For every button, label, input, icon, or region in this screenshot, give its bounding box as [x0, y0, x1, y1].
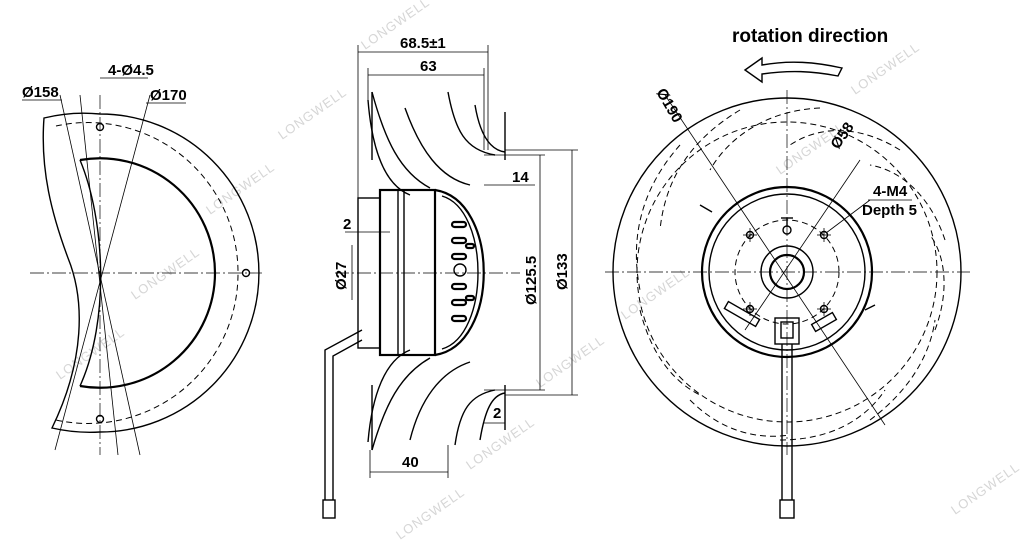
blade-bot-4 — [454, 389, 496, 446]
watermark-2: LONGWELL — [275, 84, 349, 142]
front-view: rotation direction — [605, 26, 970, 519]
blade-bot-3 — [409, 361, 471, 441]
dim-14: 14 — [512, 169, 529, 186]
left-diag-3 — [79, 94, 119, 456]
left-diag-2 — [54, 94, 151, 451]
dim-133: Ø133 — [554, 253, 571, 290]
dim-2-top: 2 — [343, 216, 351, 233]
dim-depth: Depth 5 — [862, 202, 917, 219]
watermark-3: LONGWELL — [203, 159, 277, 217]
front-blades — [635, 107, 946, 441]
watermark-8: LONGWELL — [393, 484, 467, 542]
watermark-5: LONGWELL — [53, 324, 127, 382]
watermark-12: LONGWELL — [948, 459, 1022, 517]
left-diag-1 — [59, 94, 141, 456]
blade-bot-2 — [367, 349, 411, 443]
dim-thread: 4-M4 — [873, 183, 908, 200]
blade-top-4 — [447, 91, 496, 156]
dim-125: Ø125.5 — [523, 256, 540, 305]
blade-top-1 — [371, 91, 431, 189]
left-hole-bottom — [95, 414, 105, 424]
cable-end — [322, 499, 336, 519]
rotation-title: rotation direction — [732, 26, 888, 47]
dim-d190: Ø190 — [653, 86, 686, 126]
left-inner-edge — [79, 159, 102, 387]
left-ring-outline — [42, 112, 260, 433]
dim-d158: Ø158 — [22, 84, 59, 101]
dim-holes: 4-Ø4.5 — [108, 62, 154, 79]
blade-bot-1 — [371, 357, 431, 451]
vent-slots — [450, 220, 476, 323]
left-hole-top — [95, 122, 105, 132]
dim-overall: 68.5±1 — [400, 35, 446, 52]
front-leader-m4 — [825, 199, 871, 234]
cable-outer — [324, 329, 363, 500]
front-support-2 — [864, 304, 876, 311]
blade-top-2 — [367, 99, 411, 196]
left-hole-right — [241, 268, 251, 278]
dim-27: Ø27 — [333, 262, 350, 290]
motor-label-right — [810, 311, 838, 333]
dim-2-bottom: 2 — [493, 405, 501, 422]
front-leader-190 — [664, 94, 886, 426]
rotation-arrow — [743, 56, 844, 84]
dim-63: 63 — [420, 58, 437, 75]
blade-top-5 — [474, 104, 506, 153]
watermark-9: LONGWELL — [848, 39, 922, 97]
dim-d170: Ø170 — [150, 87, 187, 104]
watermark-11: LONGWELL — [618, 264, 692, 322]
front-leader-58 — [744, 159, 861, 331]
left-bolt-circle — [55, 122, 239, 424]
blade-top-3 — [404, 107, 471, 186]
front-support-1 — [699, 204, 713, 213]
side-view: 68.5±1 63 — [322, 35, 578, 519]
left-view: Ø158 4-Ø4.5 Ø170 — [22, 62, 262, 456]
motor-housing — [378, 188, 437, 357]
blade-bot-5 — [479, 392, 506, 441]
watermark-6: LONGWELL — [533, 332, 607, 390]
motor-dome — [434, 188, 485, 357]
front-cable-end — [779, 499, 795, 519]
dim-40: 40 — [402, 454, 419, 471]
cable-inner — [332, 339, 363, 500]
motor-label-left — [723, 300, 761, 328]
motor-dome-inner — [441, 195, 479, 350]
